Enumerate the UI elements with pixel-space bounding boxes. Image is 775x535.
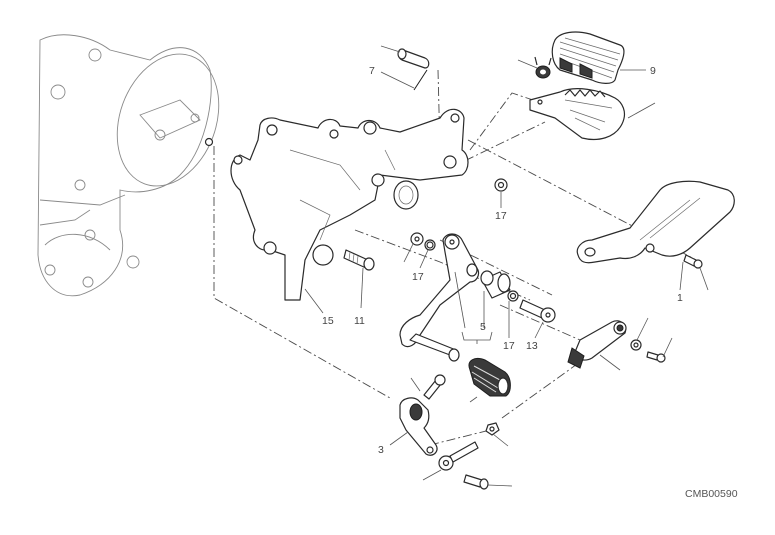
washer-17-lower <box>507 290 519 302</box>
pin-14 <box>397 48 430 69</box>
washer-20 <box>630 339 642 351</box>
callout-13: 13 <box>526 340 538 352</box>
callout-9: 9 <box>650 65 656 77</box>
footrest-bracket <box>230 108 469 301</box>
callout-labels: 7 9 17 1 17 15 11 5 17 13 3 <box>322 65 683 456</box>
reference-code: CMB00590 <box>685 488 738 500</box>
washer-17-upper <box>424 239 436 251</box>
screw-10 <box>646 351 666 363</box>
heel-guard-1 <box>576 180 735 264</box>
footpeg-rubber-9 <box>551 31 625 84</box>
pivot-screw-13 <box>519 299 556 323</box>
callout-17-lower: 17 <box>503 340 515 352</box>
screw-2 <box>683 254 703 269</box>
leader-lines <box>304 45 709 487</box>
washer-16 <box>410 232 424 246</box>
nut-21 <box>485 422 500 436</box>
rubber-pad-8 <box>468 357 511 397</box>
footpeg-6 <box>529 88 626 141</box>
callout-18: 17 <box>495 210 507 222</box>
washer-18 <box>494 178 508 192</box>
callout-7: 7 <box>369 65 375 77</box>
bushing-5 <box>480 270 511 299</box>
screw-11 <box>343 249 375 271</box>
split-pin-7 <box>413 69 428 91</box>
screw-24 <box>423 374 446 400</box>
callout-17-upper: 17 <box>412 271 424 283</box>
gear-arm-3 <box>399 397 438 456</box>
callout-11: 11 <box>354 315 365 327</box>
ball-joint-23 <box>438 441 479 471</box>
linkage-rod-19 <box>567 320 627 369</box>
engine-casing <box>37 34 220 297</box>
screw-22 <box>463 474 489 490</box>
callout-3: 3 <box>378 444 384 456</box>
callout-1: 1 <box>677 292 683 304</box>
callout-15: 15 <box>322 315 334 327</box>
gear-lever-4 <box>399 233 480 362</box>
callout-5: 5 <box>480 321 486 333</box>
spring-12 <box>534 56 552 79</box>
